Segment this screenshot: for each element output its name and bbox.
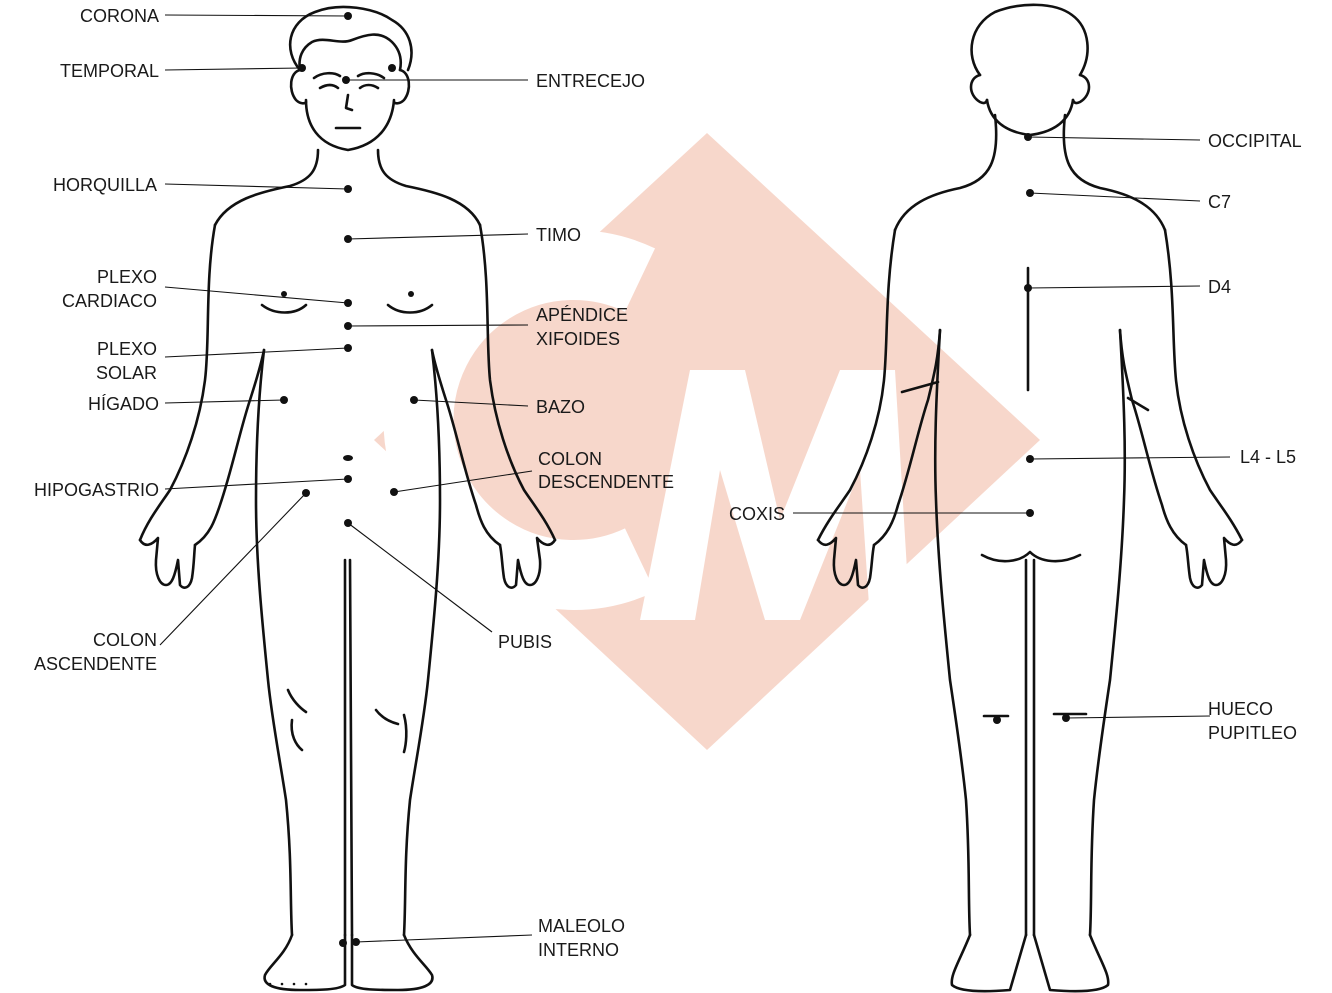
label-coxis: COXIS [729,504,785,524]
label-pubis: PUBIS [498,632,552,652]
label-timo: TIMO [536,225,581,245]
label-apendice-xifoides-2: XIFOIDES [536,329,620,349]
label-colon-descendente-2: DESCENDENTE [538,472,674,492]
label-plexo-cardiaco-1: PLEXO [97,267,157,287]
label-entrecejo: ENTRECEJO [536,71,645,91]
label-plexo-solar-1: PLEXO [97,339,157,359]
label-maleolo-interno-1: MALEOLO [538,916,625,936]
label-bazo: BAZO [536,397,585,417]
label-apendice-xifoides-1: APÉNDICE [536,305,628,325]
label-hipogastrio: HIPOGASTRIO [34,480,159,500]
label-colon-descendente-1: COLON [538,449,602,469]
label-colon-ascendente-2: ASCENDENTE [34,654,157,674]
label-occipital: OCCIPITAL [1208,131,1302,151]
label-maleolo-interno-2: INTERNO [538,940,619,960]
label-plexo-solar-2: SOLAR [96,363,157,383]
label-corona: CORONA [80,6,159,26]
label-d4: D4 [1208,277,1231,297]
label-plexo-cardiaco-2: CARDIACO [62,291,157,311]
label-hueco-pupitleo-1: HUECO [1208,699,1273,719]
label-hueco-pupitleo-2: PUPITLEO [1208,723,1297,743]
label-higado: HÍGADO [88,394,159,414]
label-l4-l5: L4 - L5 [1240,447,1296,467]
label-c7: C7 [1208,192,1231,212]
watermark-logo [374,133,1040,750]
label-temporal: TEMPORAL [60,61,159,81]
label-horquilla: HORQUILLA [53,175,157,195]
label-colon-ascendente-1: COLON [93,630,157,650]
